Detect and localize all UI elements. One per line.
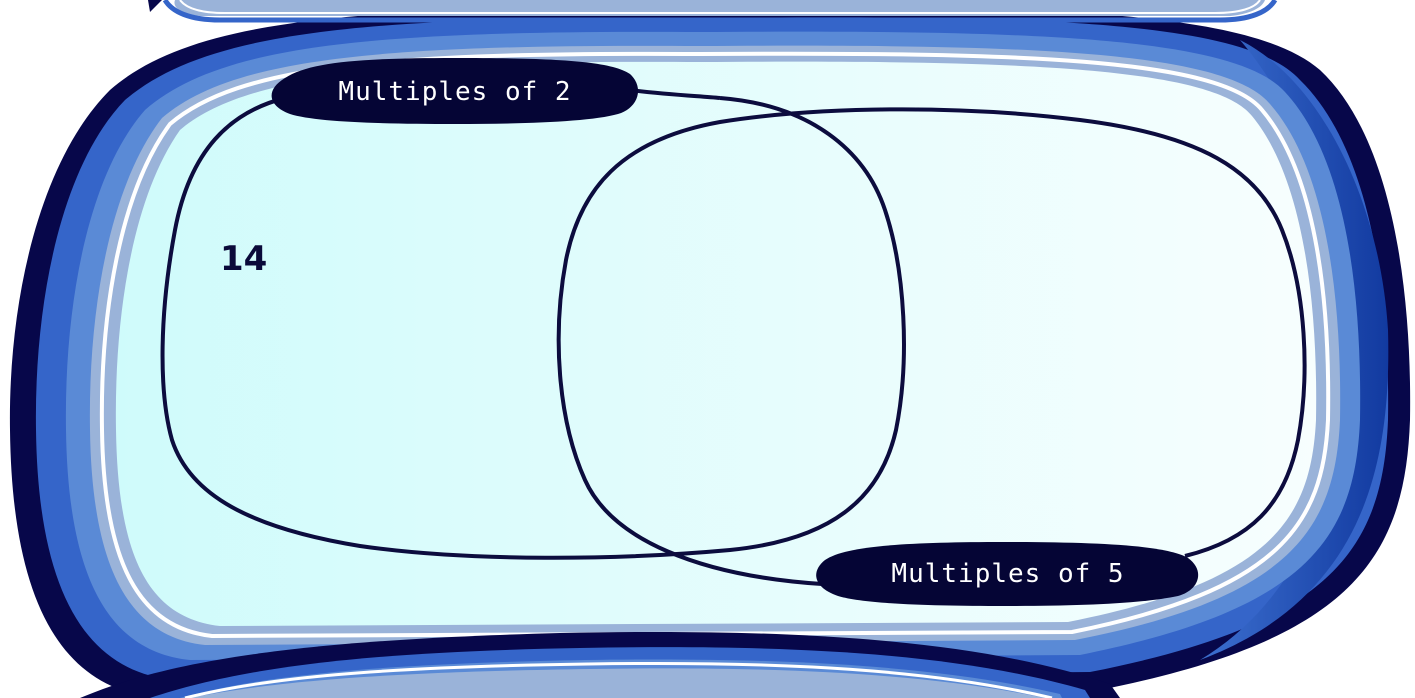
frame-white-line [99,51,1331,639]
label-pill-set-b [816,542,1199,606]
venn-set-a-outline [160,96,906,560]
bottom-wave-white [184,661,1053,698]
label-set-b: Multiples of 5 [891,559,1124,589]
set-a-only-item: 14 [220,239,267,279]
venn-set-a-cap [629,88,721,100]
label-set-a: Multiples of 2 [338,77,571,107]
venn-panel [115,61,1317,626]
top-header-white [179,0,1261,14]
label-pill-set-a [271,58,639,124]
bottom-wave-light [190,668,1045,698]
venn-set-b-outline [556,107,1307,586]
top-header-outline [162,0,1278,23]
top-left-fleck [148,0,162,12]
